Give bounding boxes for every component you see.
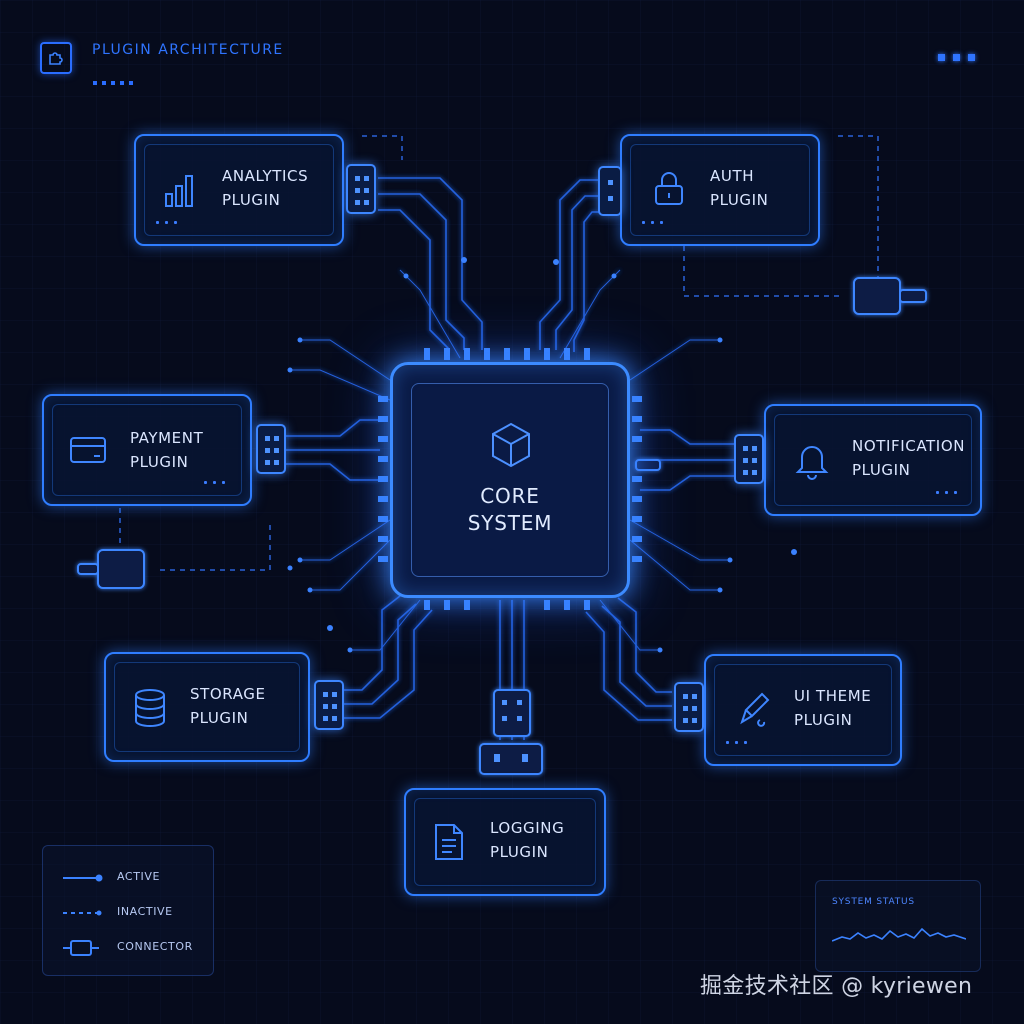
legend-active-label: ACTIVE [117,870,161,883]
database-icon [135,689,165,727]
auth-plugin-card[interactable]: AUTH PLUGIN [620,134,820,246]
auth-connector [598,166,622,216]
analytics-plugin-subtitle: PLUGIN [222,191,281,209]
storage-plugin-card[interactable]: STORAGE PLUGIN [104,652,310,762]
ui-theme-plugin-subtitle: PLUGIN [794,711,853,729]
logging-plugin-title: LOGGING [490,819,565,837]
core-title-line2: SYSTEM [467,511,553,535]
analytics-plugin-title: ANALYTICS [222,167,309,185]
payment-plugin-subtitle: PLUGIN [130,453,189,471]
notification-plugin-title: NOTIFICATION [852,437,966,455]
notification-connector [734,434,764,484]
auth-plugin-subtitle: PLUGIN [710,191,769,209]
lock-icon [655,172,683,205]
storage-connector [314,680,344,730]
storage-plugin-subtitle: PLUGIN [190,709,249,727]
logging-plugin-subtitle: PLUGIN [490,843,549,861]
header-dots [93,70,138,89]
legend-inactive: INACTIVE [63,903,213,923]
ui-theme-plugin-title: UI THEME [794,687,872,705]
status-waveform [832,927,966,942]
payment-connector [256,424,286,474]
page-title: PLUGIN ARCHITECTURE [92,42,284,58]
storage-plugin-title: STORAGE [190,685,266,703]
cube-icon [492,422,530,468]
ui-theme-connector [674,682,704,732]
legend-connector-label: CONNECTOR [117,940,193,953]
core-system-chip[interactable]: CORE SYSTEM [390,362,630,598]
payment-plugin-card[interactable]: PAYMENT PLUGIN [42,394,252,506]
analytics-connector [346,164,376,214]
core-title-line1: CORE [480,484,540,508]
system-status-label: SYSTEM STATUS [832,897,915,907]
auth-plugin-title: AUTH [710,167,755,185]
notification-plugin-card[interactable]: NOTIFICATION PLUGIN [764,404,982,516]
bell-icon [795,446,829,480]
plugin-icon [40,42,72,74]
notification-plugin-subtitle: PLUGIN [852,461,911,479]
watermark: 掘金技术社区 @ kyriewen [700,974,973,999]
brush-icon [740,692,770,727]
document-icon [435,824,463,860]
logging-plugin-card[interactable]: LOGGING PLUGIN [404,788,606,896]
legend-inactive-label: INACTIVE [117,905,173,918]
legend: ACTIVE INACTIVE CONNECTOR [42,845,214,976]
legend-connector: CONNECTOR [63,938,213,958]
legend-active: ACTIVE [63,868,213,888]
ui-theme-plugin-card[interactable]: UI THEME PLUGIN [704,654,902,766]
analytics-plugin-card[interactable]: ANALYTICS PLUGIN [134,134,344,246]
credit-card-icon [70,437,106,463]
bar-chart-icon [165,175,193,207]
system-status-panel: SYSTEM STATUS [815,880,981,972]
payment-plugin-title: PAYMENT [130,429,204,447]
corner-indicator [938,46,983,65]
